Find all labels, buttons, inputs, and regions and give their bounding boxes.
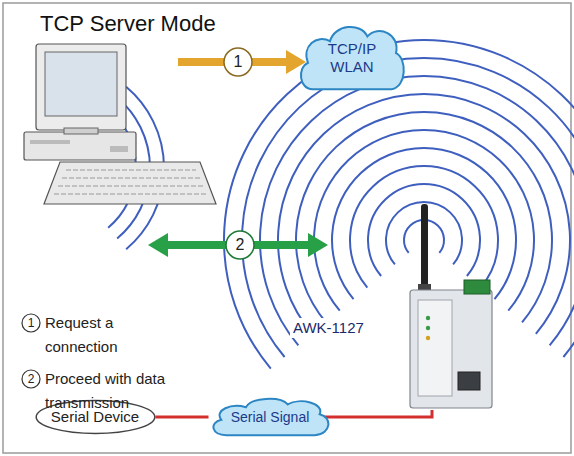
computer-icon: [24, 44, 216, 204]
device-icon: [410, 204, 492, 408]
callout-circle: [22, 370, 40, 388]
callout-number: 1: [234, 53, 243, 71]
wave-arc: [224, 40, 574, 369]
data-arrow: [148, 231, 328, 259]
diagram-title: TCP Server Mode: [40, 10, 216, 38]
callout-circle: [22, 314, 40, 332]
wave-arc: [242, 58, 574, 357]
node-text: Serial Signal: [231, 408, 310, 426]
request-arrow: [178, 48, 306, 76]
legend-text: Request a connection: [45, 311, 145, 359]
wave-arc: [314, 130, 534, 311]
frame: [3, 3, 571, 453]
legend-text: Proceed with data transmission: [45, 367, 185, 415]
node-text: TCP/IP WLAN: [321, 40, 383, 76]
network-cloud: TCP/IP WLAN: [297, 22, 407, 94]
signal-cloud: Serial Signal: [209, 396, 332, 438]
callout-number: 2: [28, 372, 35, 386]
wave-arc: [332, 148, 516, 299]
callout-number: 2: [236, 236, 245, 254]
device-label: AWK-1127: [290, 318, 367, 338]
serial-wire: [156, 416, 209, 419]
callout-number: 1: [28, 316, 35, 330]
